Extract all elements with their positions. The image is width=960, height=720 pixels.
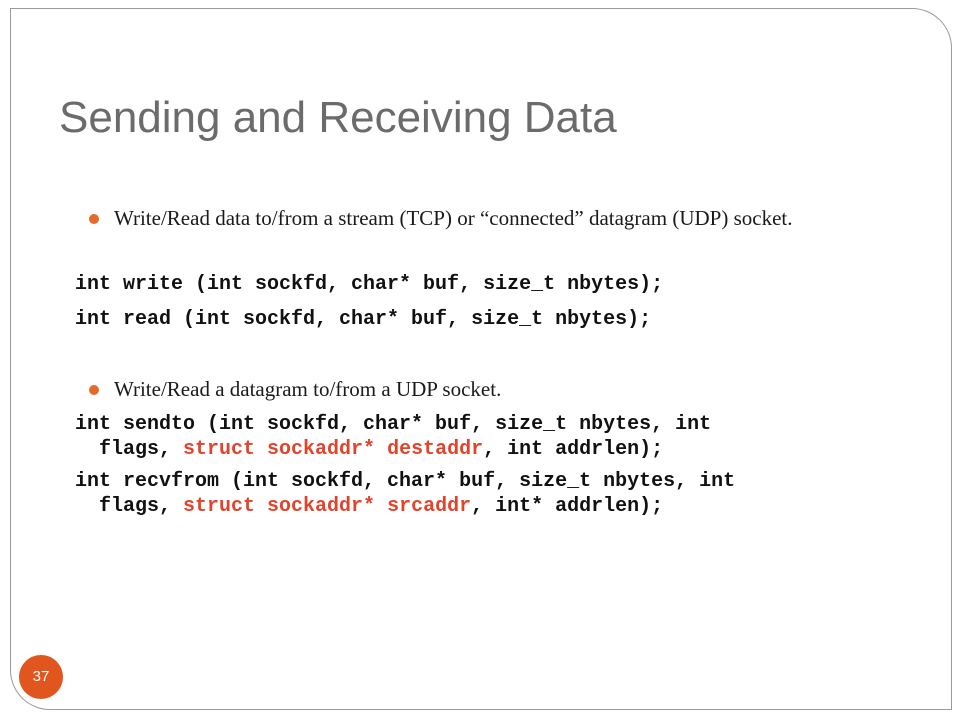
code-sendto-end: , int addrlen);: [483, 438, 664, 461]
page-number-badge: 37: [19, 655, 63, 699]
slide-title: Sending and Receiving Data: [59, 93, 617, 142]
code-recvfrom-start: int recvfrom (int sockfd, char* buf, siz…: [75, 470, 736, 518]
code-recvfrom: int recvfrom (int sockfd, char* buf, siz…: [75, 469, 735, 519]
bullet-text: Write/Read a datagram to/from a UDP sock…: [114, 377, 502, 401]
bullet-datagram-io: Write/Read a datagram to/from a UDP sock…: [89, 376, 849, 403]
code-sendto: int sendto (int sockfd, char* buf, size_…: [75, 412, 711, 462]
code-read: int read (int sockfd, char* buf, size_t …: [75, 308, 652, 331]
slide: Sending and Receiving Data Write/Read da…: [10, 8, 952, 710]
bullet-text: Write/Read data to/from a stream (TCP) o…: [114, 206, 793, 230]
bullet-stream-io: Write/Read data to/from a stream (TCP) o…: [89, 205, 849, 232]
code-sendto-start: int sendto (int sockfd, char* buf, size_…: [75, 413, 712, 461]
bullet-dot-icon: [89, 214, 99, 224]
code-write: int write (int sockfd, char* buf, size_t…: [75, 273, 664, 296]
code-sendto-highlight: struct sockaddr* destaddr: [183, 438, 484, 461]
code-recvfrom-end: , int* addrlen);: [471, 495, 664, 518]
bullet-dot-icon: [89, 385, 99, 395]
code-recvfrom-highlight: struct sockaddr* srcaddr: [183, 495, 472, 518]
